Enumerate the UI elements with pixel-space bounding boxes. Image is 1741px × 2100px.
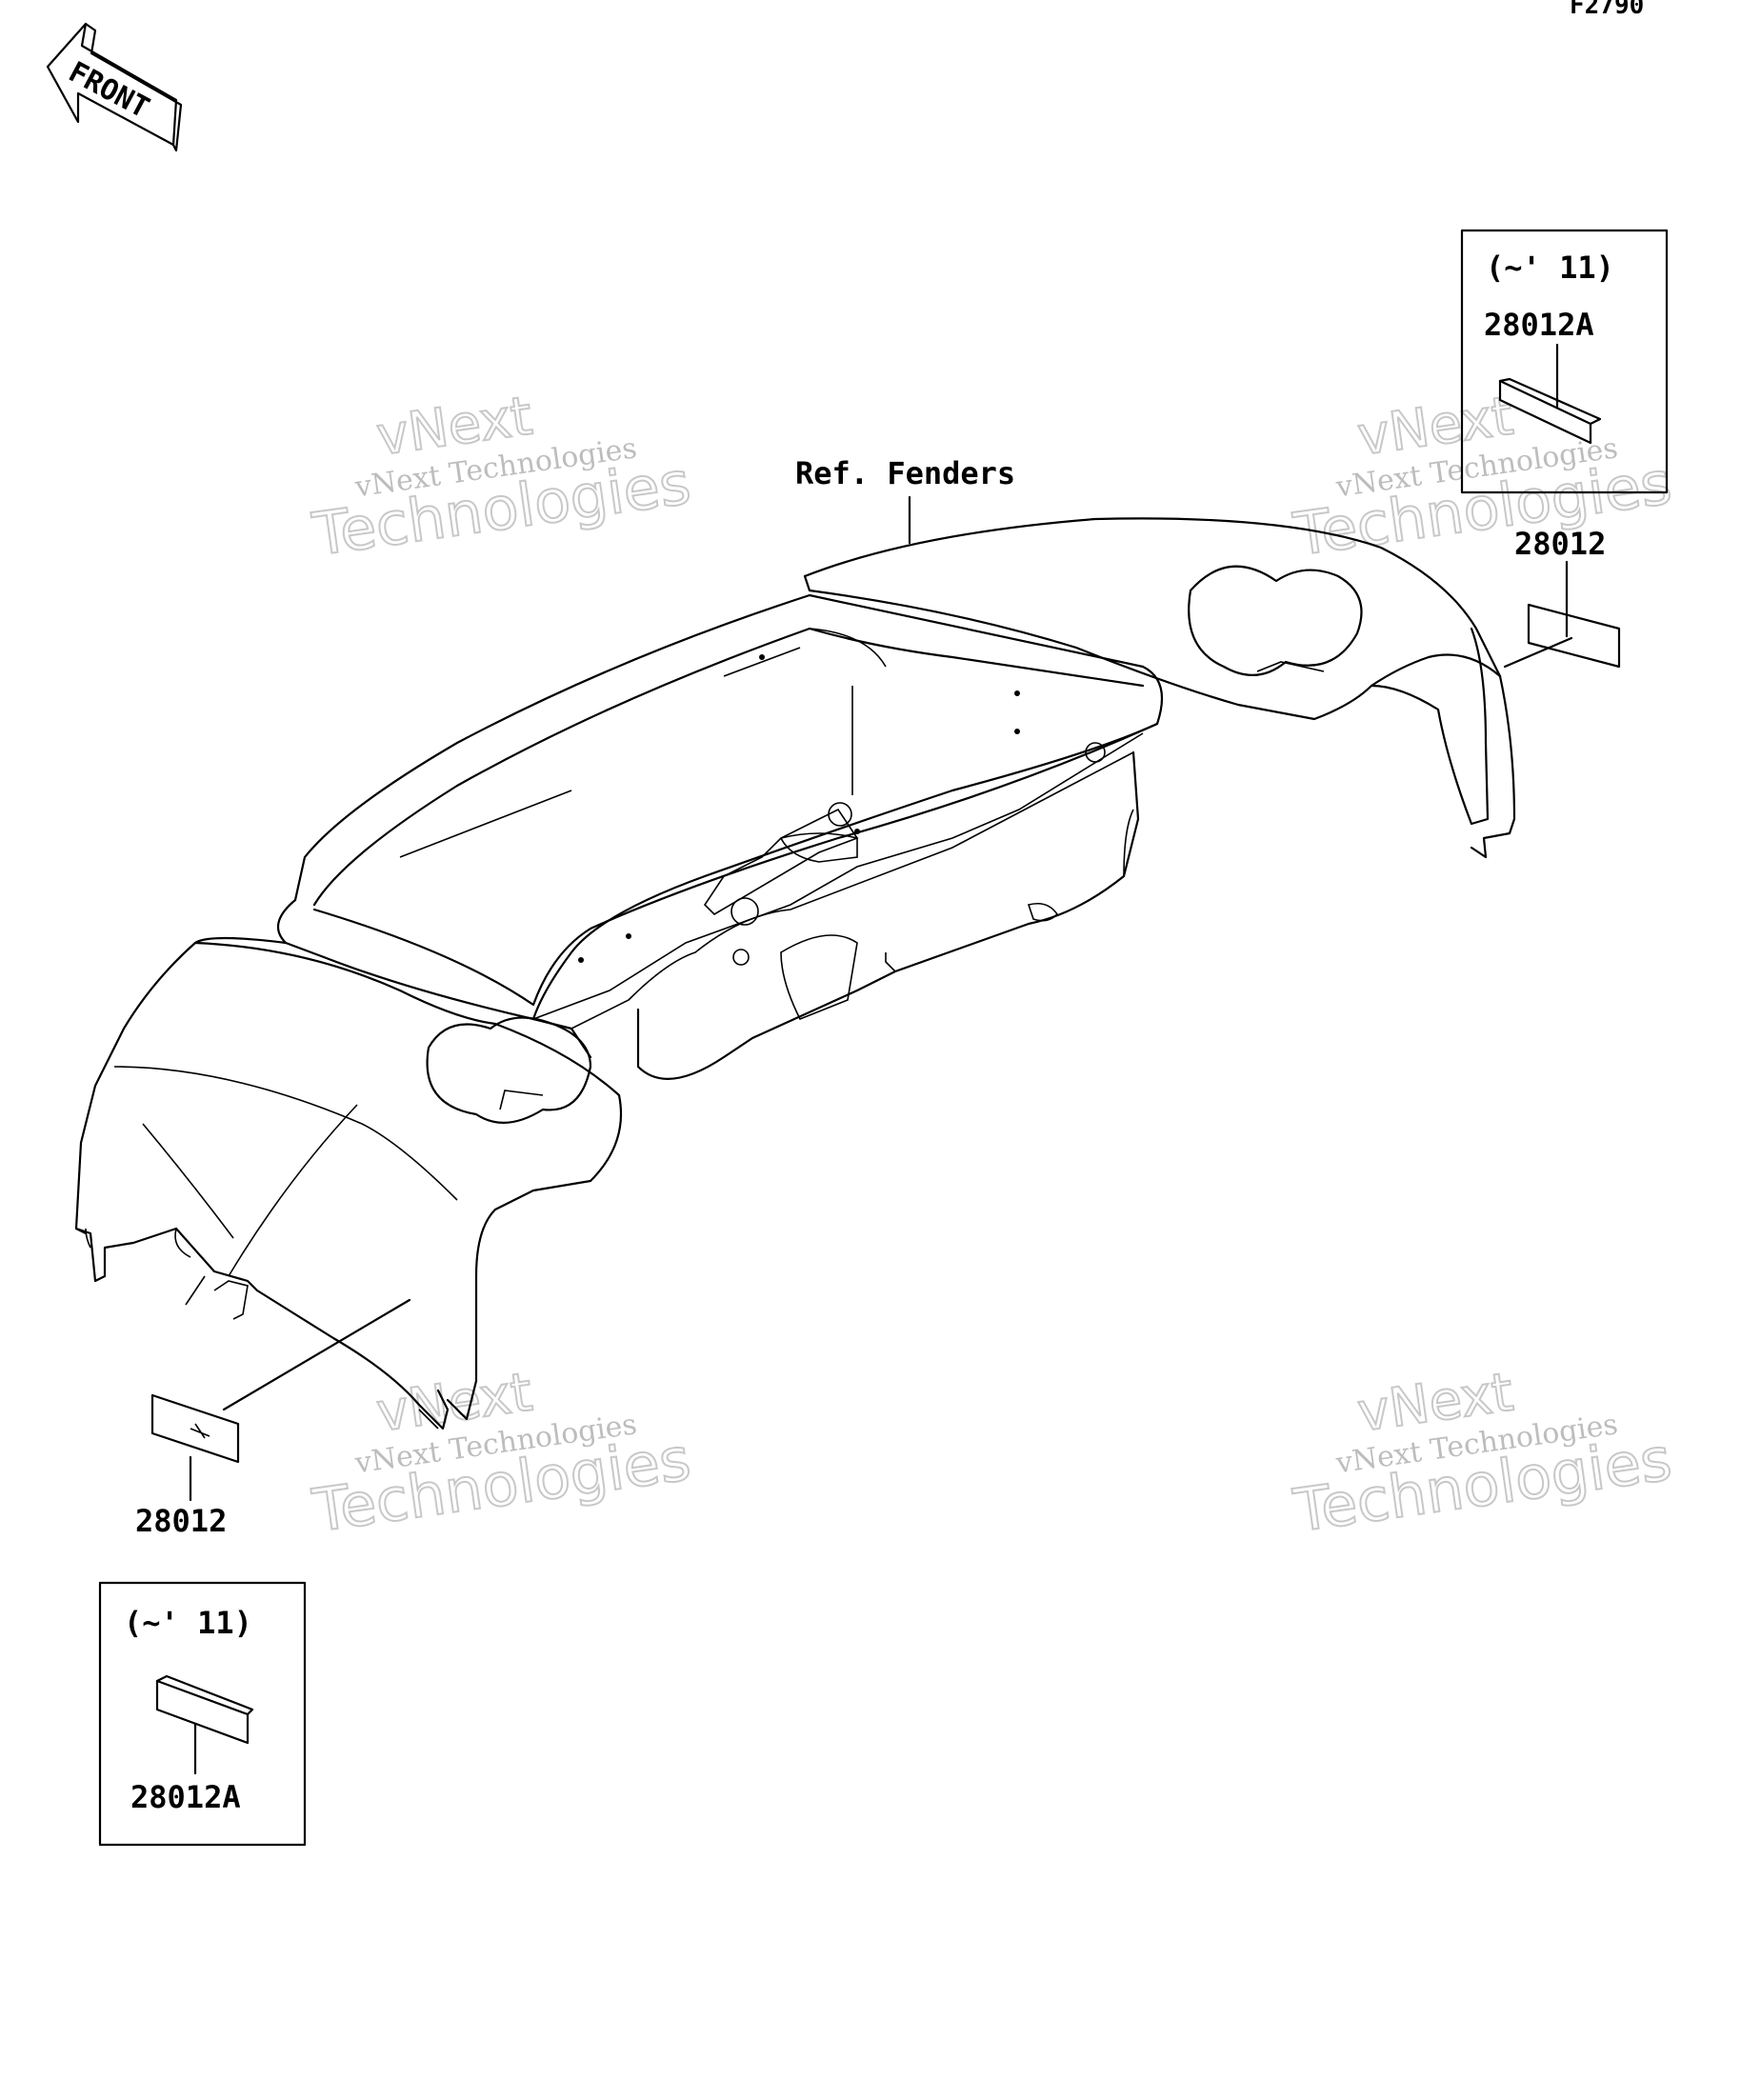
watermark-top-left: vNext vNext Technologies Technologies xyxy=(308,384,696,570)
ref-fenders-label: Ref. Fenders xyxy=(795,455,1015,491)
rear-fender-body xyxy=(74,517,1516,1430)
inset-box-bottom-left: (~' 11) 28012A xyxy=(98,1581,307,1847)
svg-text:(~' 11): (~' 11) xyxy=(1486,250,1614,286)
leader-28012-top-to-fender xyxy=(1503,636,1573,669)
figure-code: F2790 xyxy=(1570,0,1644,20)
svg-text:28012A: 28012A xyxy=(130,1779,241,1815)
watermark-bottom-left: vNext vNext Technologies Technologies xyxy=(308,1360,696,1546)
watermark-top-right: vNext vNext Technologies Technologies xyxy=(1289,384,1677,570)
svg-text:28012A: 28012A xyxy=(1484,307,1594,343)
part-28012-bottom: 28012 xyxy=(135,1503,227,1539)
front-arrow-icon: FRONT xyxy=(46,22,183,152)
inset-box-top-right: (~' 11) 28012A xyxy=(1460,229,1669,494)
svg-text:(~' 11): (~' 11) xyxy=(124,1605,252,1641)
label-decal-top-right xyxy=(1527,603,1621,669)
front-label: FRONT xyxy=(63,55,154,125)
watermark-bottom-right: vNext vNext Technologies Technologies xyxy=(1289,1360,1677,1546)
part-28012-top: 28012 xyxy=(1514,526,1606,562)
leader-28012-bottom-to-fender xyxy=(222,1298,411,1411)
label-decal-bottom-left xyxy=(150,1393,240,1464)
